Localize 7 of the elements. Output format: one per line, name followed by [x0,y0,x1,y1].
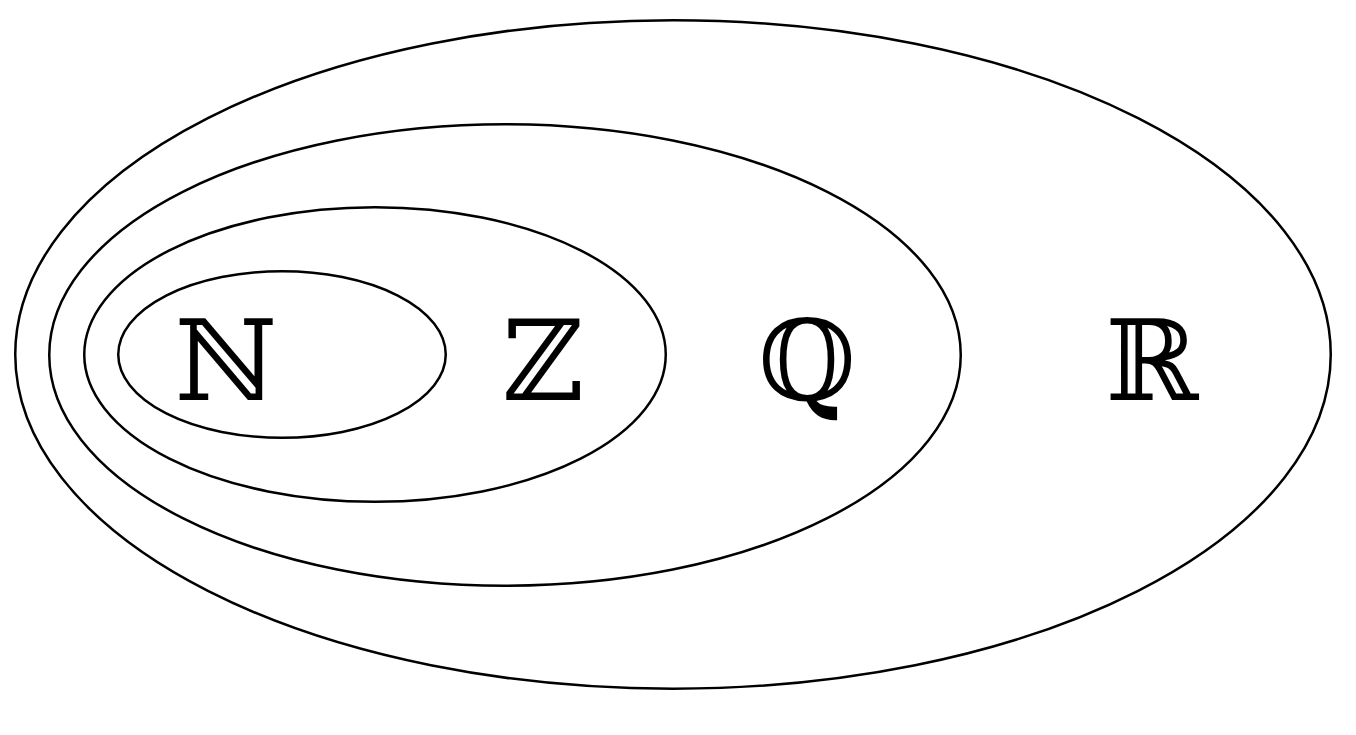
set-symbol: ℕ [174,305,278,417]
set-ellipse [14,19,1332,690]
set-symbol: ℝ [1105,305,1199,417]
set-symbol: ℤ [502,305,584,417]
set-ellipse [117,270,447,439]
set-ellipse [83,206,667,503]
set-ellipse [48,123,962,587]
